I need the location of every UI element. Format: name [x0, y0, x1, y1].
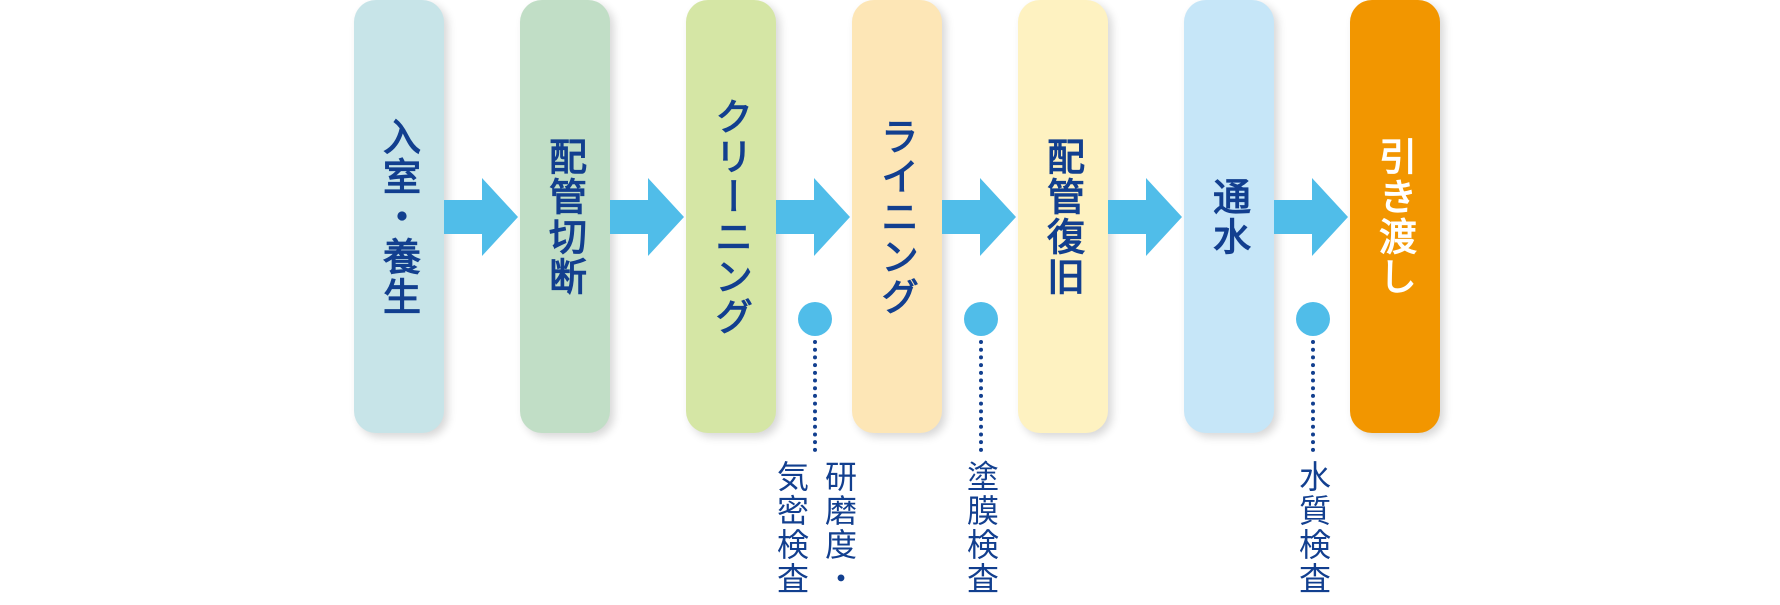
- arrow-right-icon: [610, 178, 684, 256]
- step-label-5: 配管復旧: [1040, 136, 1085, 297]
- step-label-4: ライニング: [874, 116, 919, 317]
- step-label-7: 引き渡し: [1372, 136, 1417, 297]
- step-label-2: 配管切断: [542, 136, 587, 297]
- arrow-right-icon: [1108, 178, 1182, 256]
- inspection-label-2: 塗膜検査: [962, 460, 1000, 596]
- arrow-right-icon: [942, 178, 1016, 256]
- step-box-7: 引き渡し: [1350, 0, 1440, 433]
- inspection-dot-3: [1296, 302, 1330, 336]
- step-box-3: クリーニング: [686, 0, 776, 433]
- arrow-right-icon: [444, 178, 518, 256]
- step-label-6: 通水: [1206, 176, 1251, 257]
- step-box-1: 入室・養生: [354, 0, 444, 433]
- arrow-right-icon: [1274, 178, 1348, 256]
- step-box-2: 配管切断: [520, 0, 610, 433]
- inspection-label-1: 研磨度・ 気密検査: [772, 460, 858, 596]
- inspection-connector-2: [979, 340, 983, 452]
- inspection-connector-3: [1311, 340, 1315, 452]
- step-label-3: クリーニング: [708, 96, 753, 337]
- arrow-right-icon: [776, 178, 850, 256]
- step-box-5: 配管復旧: [1018, 0, 1108, 433]
- inspection-connector-1: [813, 340, 817, 452]
- inspection-dot-1: [798, 302, 832, 336]
- inspection-dot-2: [964, 302, 998, 336]
- step-label-1: 入室・養生: [376, 116, 421, 317]
- inspection-label-3: 水質検査: [1294, 460, 1332, 596]
- step-box-4: ライニング: [852, 0, 942, 433]
- step-box-6: 通水: [1184, 0, 1274, 433]
